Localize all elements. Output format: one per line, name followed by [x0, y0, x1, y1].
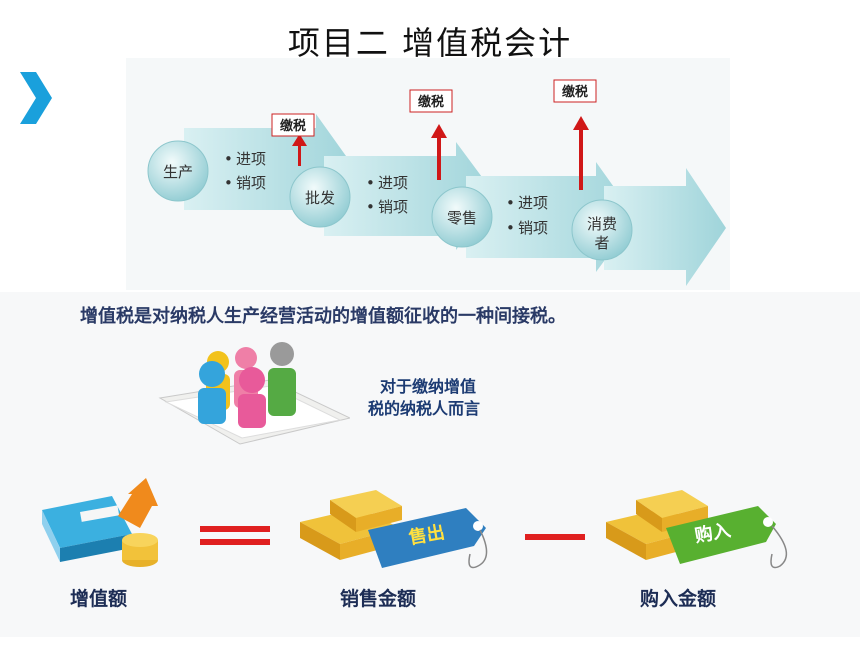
stage-name-3: 零售: [447, 209, 477, 227]
stage-circle-4: [571, 199, 633, 261]
svg-text:•: •: [224, 150, 233, 168]
chevron-right-icon: [20, 72, 52, 124]
note-line-1: 对于缴纳增值: [380, 377, 477, 396]
stage-item-2b: 销项: [378, 198, 408, 216]
tax-arrow-3: 缴税: [553, 79, 597, 190]
stage-name-1: 生产: [163, 163, 193, 181]
taxpayer-note: 对于缴纳增值 税的纳税人而言: [368, 376, 480, 420]
svg-text:•: •: [366, 174, 375, 192]
stage-circle-1: [147, 140, 209, 202]
svg-text:•: •: [224, 174, 233, 192]
vat-flow-diagram: 生产 • 进项 • 销项 批发 • 进项 • 销项 零售 • 进项 • 销项 消…: [126, 58, 730, 290]
svg-text:者: 者: [594, 234, 609, 252]
page-title: 项目二 增值税会计: [287, 24, 573, 62]
purchase-amount-label: 购入金额: [640, 588, 717, 610]
tax-label-1: 缴税: [280, 118, 306, 134]
stage-item-3a: 进项: [518, 194, 548, 212]
stage-item-1a: 进项: [236, 150, 266, 168]
stage-item-3b: 销项: [518, 219, 548, 237]
tax-arrow-2: 缴税: [409, 89, 453, 180]
value-added-icon: [42, 478, 158, 567]
svg-text:消费: 消费: [587, 215, 617, 233]
vat-equation: 增值额 售出 销售金额 购入 购入金额: [0, 470, 860, 640]
buy-tag-shape: [666, 506, 776, 564]
sales-amount-label: 销售金额: [340, 588, 417, 610]
note-line-2: 税的纳税人而言: [368, 399, 481, 418]
stage-circle-3: [431, 186, 493, 248]
sales-money-icon: 售出: [300, 490, 488, 569]
svg-text:•: •: [366, 198, 375, 216]
stage-name-2: 批发: [305, 189, 335, 207]
tax-label-2: 缴税: [418, 94, 444, 110]
sell-tag-shape: [368, 508, 486, 568]
value-added-label: 增值额: [70, 588, 128, 610]
svg-text:•: •: [506, 194, 515, 212]
stage-item-2a: 进项: [378, 174, 408, 192]
stage-item-1b: 销项: [236, 174, 266, 192]
minus-icon: [525, 534, 585, 540]
equals-icon: [200, 526, 270, 545]
tax-label-3: 缴税: [562, 84, 588, 100]
svg-text:•: •: [506, 219, 515, 237]
stage-arrow-4: [604, 168, 726, 286]
taxpayers-illustration: [158, 342, 350, 445]
tax-arrow-1: 缴税: [271, 113, 315, 166]
stage-circle-2: [289, 166, 351, 228]
definition-text: 增值税是对纳税人生产经营活动的增值额征收的一种间接税。: [80, 306, 566, 327]
purchase-money-icon: 购入: [606, 490, 788, 569]
